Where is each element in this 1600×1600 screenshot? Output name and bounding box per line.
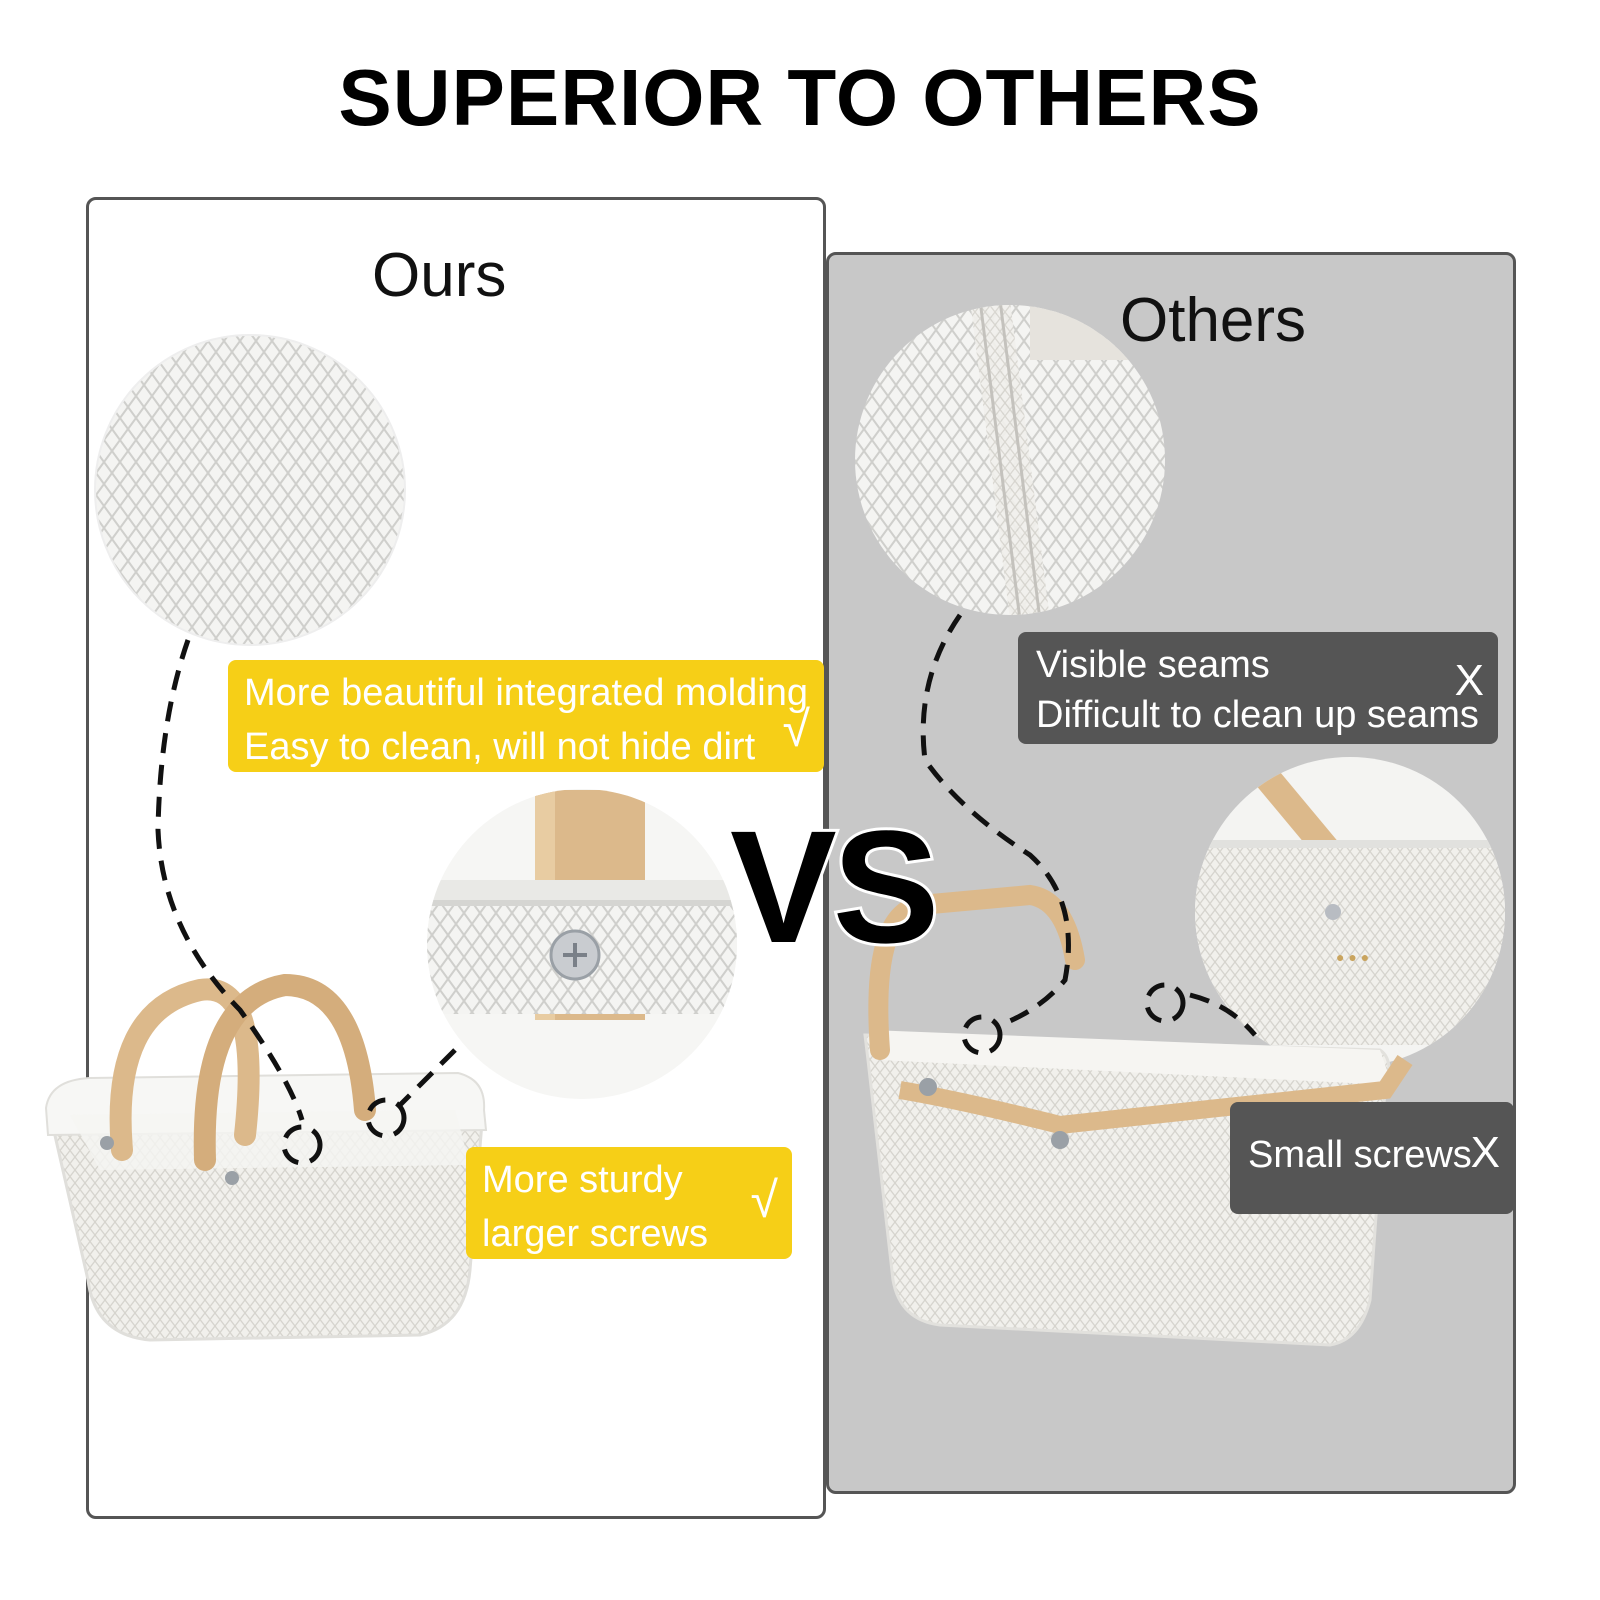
ours-basket-image	[44, 973, 488, 1342]
others-seams-line1: Visible seams	[1036, 644, 1270, 686]
others-mesh-zoom-circle	[855, 305, 1165, 615]
svg-text:● ● ●: ● ● ●	[1336, 949, 1369, 965]
others-seams-line2: Difficult to clean up seams	[1036, 694, 1479, 736]
others-screw-zoom-circle: ● ● ●	[1195, 757, 1505, 1067]
vs-label: VS	[727, 794, 942, 979]
others-label: Others	[1120, 286, 1307, 355]
ours-molding-line1: More beautiful integrated molding	[244, 672, 809, 714]
others-screws-line1: Small screws	[1248, 1134, 1472, 1176]
others-seams-callout: Visible seams Difficult to clean up seam…	[1018, 632, 1498, 744]
ours-screw-zoom-circle	[427, 789, 737, 1099]
ours-molding-callout: More beautiful integrated molding Easy t…	[228, 660, 824, 772]
connector-lines	[155, 613, 1257, 1166]
small-screw-icon	[1325, 904, 1341, 920]
ours-screws-line1: More sturdy	[482, 1159, 683, 1201]
others-screws-callout: Small screws X	[1230, 1102, 1514, 1214]
page-title: SUPERIOR TO OTHERS	[338, 53, 1262, 142]
ours-molding-line2: Easy to clean, will not hide dirt	[244, 726, 756, 768]
ours-screws-line2: larger screws	[482, 1213, 708, 1255]
ours-mesh-zoom-circle	[94, 334, 406, 646]
checkmark-icon: √	[750, 1172, 778, 1228]
x-mark-icon: X	[1470, 1128, 1500, 1177]
ours-label: Ours	[372, 241, 507, 310]
x-mark-icon: X	[1454, 656, 1484, 705]
checkmark-icon: √	[782, 701, 810, 757]
ours-screws-callout: More sturdy larger screws √	[466, 1147, 792, 1259]
